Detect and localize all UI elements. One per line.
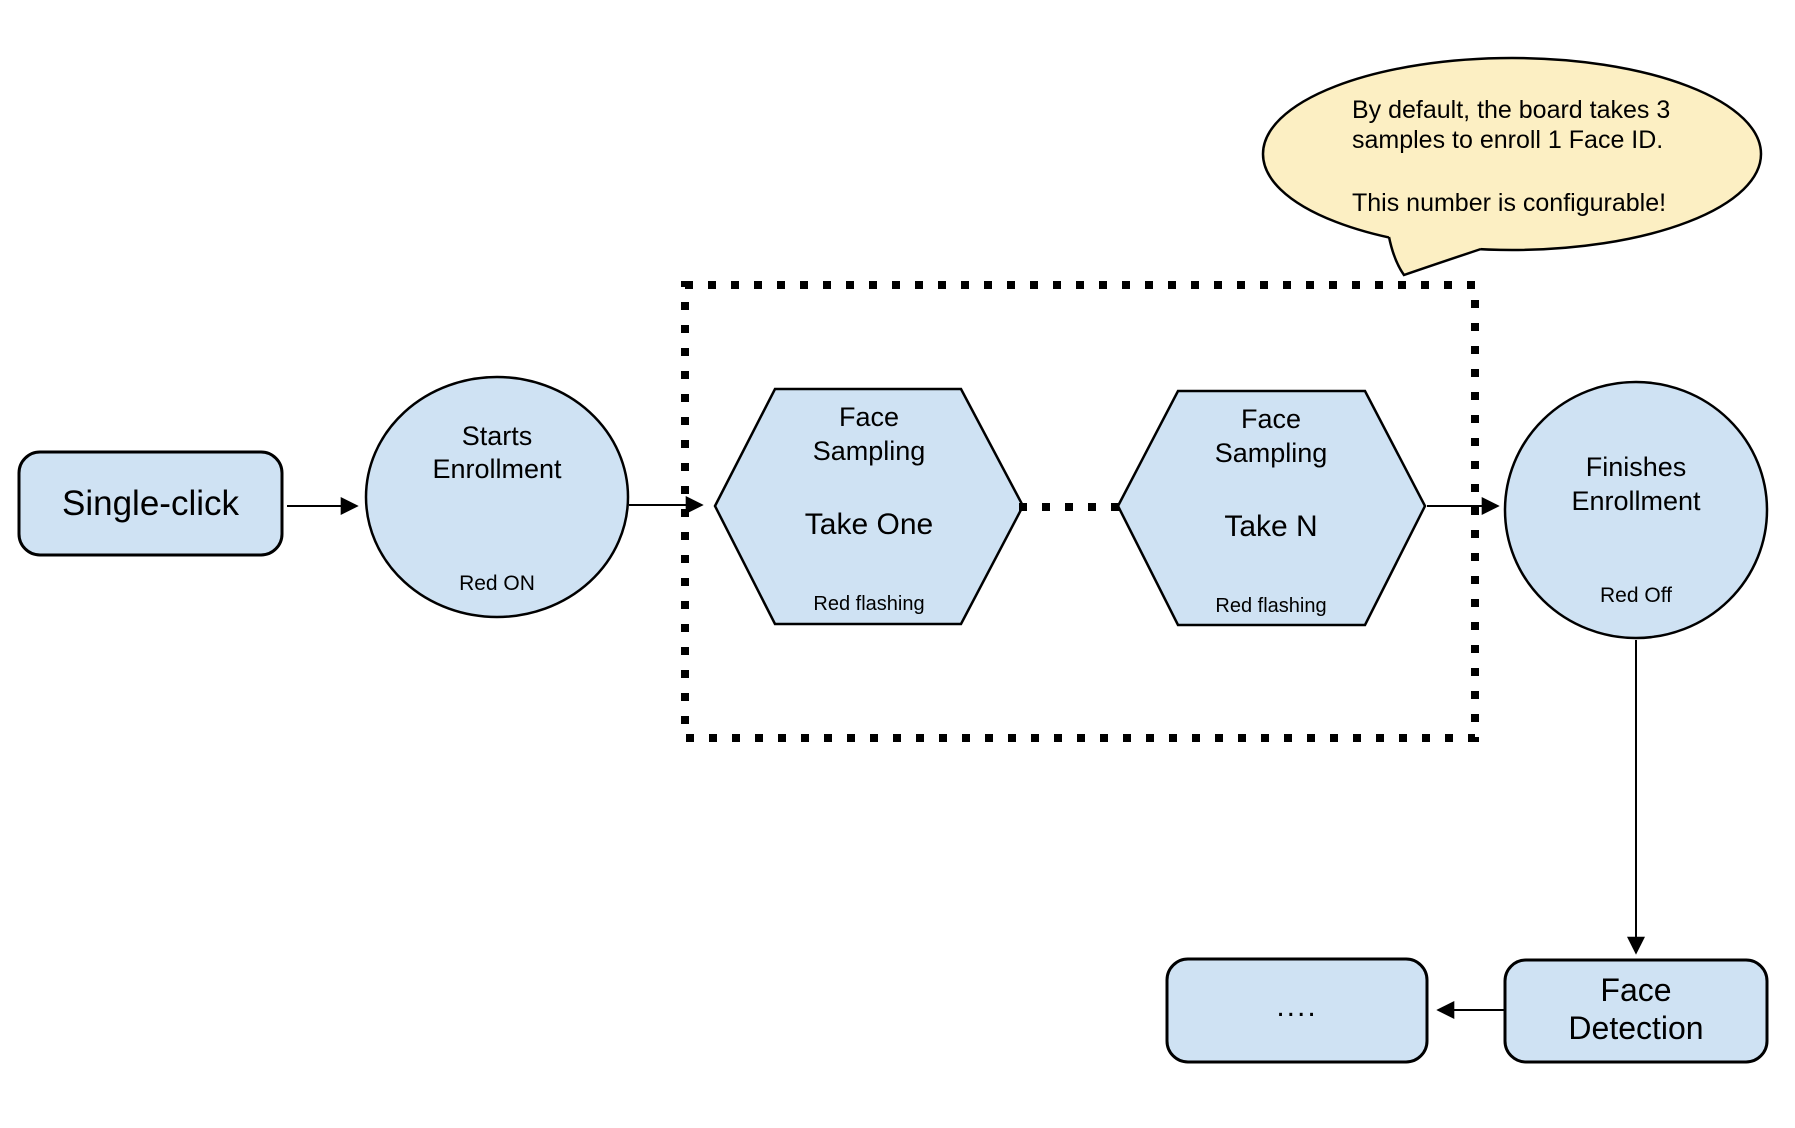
- callout-line-1: By default, the board takes 3: [1352, 96, 1671, 124]
- starts-enrollment-node: [364, 375, 630, 619]
- callout-text: By default, the board takes 3 samples to…: [1352, 95, 1772, 218]
- face-sampling-n-node: [1116, 389, 1427, 627]
- finishes-enrollment-node: [1503, 380, 1769, 640]
- face-detection-node: [1503, 958, 1769, 1064]
- starts-enrollment-status: Red ON: [459, 572, 535, 595]
- face-sampling-one-status: Red flashing: [813, 593, 925, 615]
- face-sampling-one-take-label: Take One: [804, 508, 934, 541]
- face-sampling-n-status: Red flashing: [1215, 595, 1327, 617]
- single-click-label: Single-click: [62, 484, 239, 523]
- callout-tail-outline: [1387, 236, 1482, 277]
- sampling-ellipsis-dots: [1019, 503, 1119, 511]
- single-click-node: [17, 450, 284, 557]
- callout-line-3: This number is configurable!: [1352, 189, 1667, 217]
- continuation-label: ....: [1276, 990, 1318, 1023]
- finishes-enrollment-status: Red Off: [1600, 584, 1672, 607]
- finishes-enrollment-label: Finishes Enrollment: [1571, 452, 1701, 516]
- face-detection-label: Face Detection: [1568, 972, 1704, 1046]
- face-sampling-n-take-label: Take N: [1224, 510, 1318, 543]
- callout-tail: [1389, 234, 1481, 275]
- face-sampling-one-label: Face Sampling: [812, 402, 926, 466]
- callout-bubble: [1261, 56, 1763, 252]
- sampling-loop-border: [681, 281, 1479, 742]
- continuation-node: [1165, 957, 1429, 1064]
- starts-enrollment-label: Starts Enrollment: [432, 421, 562, 484]
- face-sampling-n-label: Face Sampling: [1214, 404, 1328, 468]
- callout-line-2: samples to enroll 1 Face ID.: [1352, 126, 1664, 154]
